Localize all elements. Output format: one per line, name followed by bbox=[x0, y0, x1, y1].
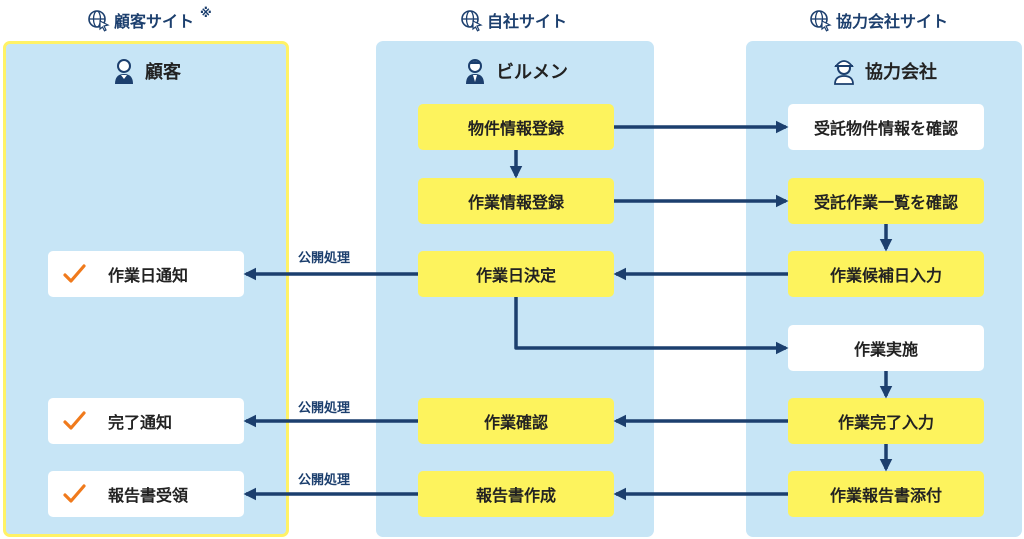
step-receive-report: 報告書受領 bbox=[48, 471, 244, 517]
step-create-report: 報告書作成 bbox=[418, 471, 614, 517]
globe-cursor-icon bbox=[88, 10, 110, 32]
globe-cursor-icon bbox=[810, 10, 832, 32]
own-column-header: ビルメン bbox=[376, 56, 654, 86]
own-site-label: 自社サイト bbox=[459, 6, 567, 34]
step-confirm-property: 受託物件情報を確認 bbox=[788, 104, 984, 150]
customer-site-label: 顧客サイト ※ bbox=[86, 6, 212, 34]
step-completion-notice: 完了通知 bbox=[48, 398, 244, 444]
step-input-candidate-date: 作業候補日入力 bbox=[788, 251, 984, 297]
step-execute-work: 作業実施 bbox=[788, 325, 984, 371]
customer-site-title: 顧客サイト bbox=[114, 12, 195, 31]
publish-label-date: 公開処理 bbox=[298, 251, 351, 266]
customer-column-title: 顧客 bbox=[145, 62, 181, 83]
publish-label-completion: 公開処理 bbox=[298, 401, 351, 416]
partner-site-label: 協力会社サイト bbox=[808, 6, 948, 34]
step-decide-date-label: 作業日決定 bbox=[475, 266, 556, 285]
step-date-notice: 作業日通知 bbox=[48, 251, 244, 297]
step-date-notice-label: 作業日通知 bbox=[108, 266, 189, 285]
partner-column-title: 協力会社 bbox=[865, 62, 937, 83]
step-completion-notice-label: 完了通知 bbox=[108, 413, 173, 432]
step-confirm-property-label: 受託物件情報を確認 bbox=[813, 119, 958, 138]
step-register-property-label: 物件情報登録 bbox=[467, 119, 564, 138]
step-register-work: 作業情報登録 bbox=[418, 178, 614, 224]
customer-site-note: ※ bbox=[200, 6, 212, 20]
customer-avatar-icon bbox=[115, 59, 133, 84]
step-input-completion-label: 作業完了入力 bbox=[837, 413, 934, 432]
customer-column-header: 顧客 bbox=[3, 56, 289, 86]
step-input-completion: 作業完了入力 bbox=[788, 398, 984, 444]
step-execute-work-label: 作業実施 bbox=[853, 340, 918, 359]
own-site-title: 自社サイト bbox=[487, 12, 568, 31]
step-attach-report-label: 作業報告書添付 bbox=[829, 486, 942, 505]
worker-helmet-avatar-icon bbox=[834, 60, 854, 85]
step-create-report-label: 報告書作成 bbox=[475, 486, 556, 505]
checkmark-icon bbox=[63, 411, 86, 430]
step-receive-report-label: 報告書受領 bbox=[108, 486, 189, 505]
partner-site-title: 協力会社サイト bbox=[836, 12, 949, 31]
own-column-title: ビルメン bbox=[496, 62, 568, 83]
step-confirm-work-list: 受託作業一覧を確認 bbox=[788, 178, 984, 224]
step-input-candidate-date-label: 作業候補日入力 bbox=[829, 266, 942, 285]
publish-label-report: 公開処理 bbox=[298, 473, 351, 488]
checkmark-icon bbox=[63, 484, 86, 503]
step-decide-date: 作業日決定 bbox=[418, 251, 614, 297]
step-register-work-label: 作業情報登録 bbox=[467, 193, 564, 212]
step-confirm-work-label: 作業確認 bbox=[483, 413, 548, 432]
step-confirm-work-list-label: 受託作業一覧を確認 bbox=[813, 193, 958, 212]
businessman-avatar-icon bbox=[466, 59, 484, 84]
partner-column-header: 協力会社 bbox=[746, 56, 1022, 86]
step-attach-report: 作業報告書添付 bbox=[788, 471, 984, 517]
checkmark-icon bbox=[63, 264, 86, 283]
step-register-property: 物件情報登録 bbox=[418, 104, 614, 150]
globe-cursor-icon bbox=[461, 10, 483, 32]
step-confirm-work: 作業確認 bbox=[418, 398, 614, 444]
